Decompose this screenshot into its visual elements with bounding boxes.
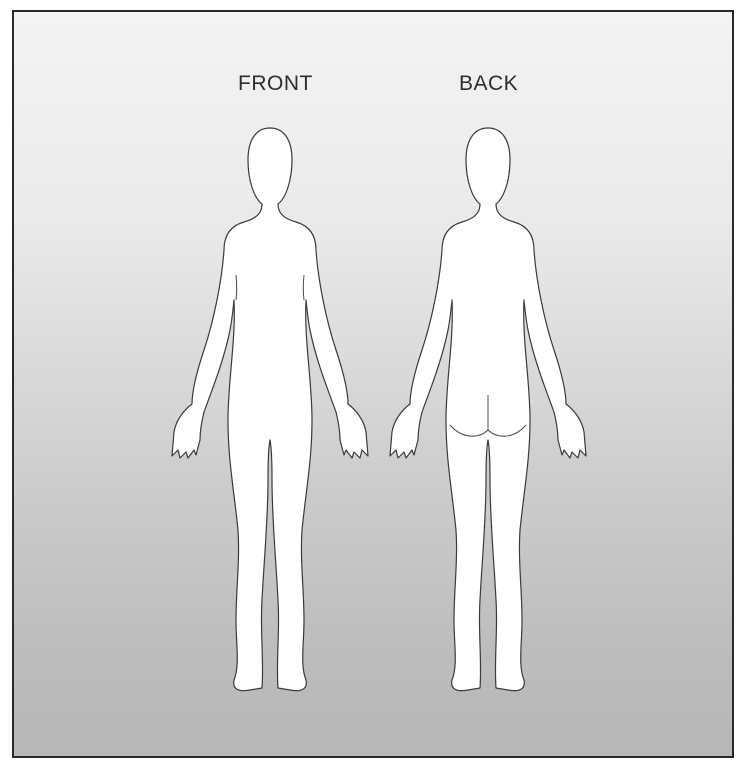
front-figure: [172, 128, 368, 691]
back-figure: [390, 128, 586, 691]
